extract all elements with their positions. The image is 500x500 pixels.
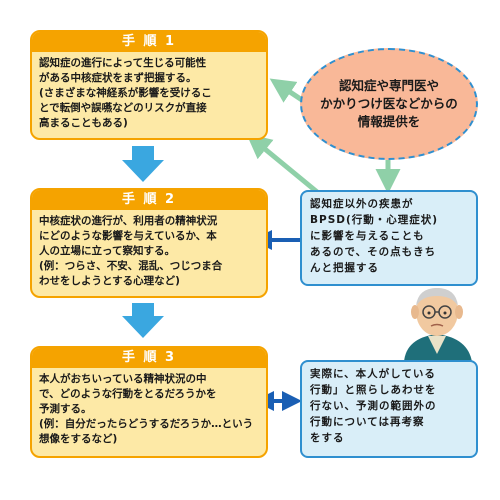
step-2-box: 手 順 2 中核症状の進行が、利用者の精神状況 にどのような影響を与えているか、… [30, 188, 268, 298]
info-source-text: 認知症や専門医や かかりつけ医などからの 情報提供を [320, 78, 458, 129]
flow-arrow-1-2 [122, 146, 164, 182]
step-2-body: 中核症状の進行が、利用者の精神状況 にどのような影響を与えているか、本 人の立場… [39, 215, 223, 287]
reconsider-note-box: 実際に、本人がしている 行動」と照らしあわせを 行ない、予測の範囲外の 行動につ… [300, 360, 478, 458]
info-source-oval [300, 48, 478, 160]
step-3-title: 手 順 3 [32, 348, 266, 368]
source-to-step1-arrow [269, 78, 304, 103]
step-1-title: 手 順 1 [32, 32, 266, 52]
bpsd-note-box: 認知症以外の疾患が BPSD(行動・心理症状) に影響を与えることも あるので、… [300, 190, 478, 286]
source-to-step2-arrow [246, 133, 324, 198]
elderly-person-illustration [404, 288, 472, 362]
flow-arrow-2-3 [122, 303, 164, 338]
step-1-box: 手 順 1 認知症の進行によって生じる可能性 がある中核症状をまず把握する。 (… [30, 30, 268, 140]
step-1-body: 認知症の進行によって生じる可能性 がある中核症状をまず把握する。 (さまざまな神… [39, 57, 212, 129]
step-2-title: 手 順 2 [32, 190, 266, 210]
step-3-box: 手 順 3 本人がおちいっている精神状況の中 で、どのような行動をとるだろうかを… [30, 346, 268, 458]
step-3-body: 本人がおちいっている精神状況の中 で、どのような行動をとるだろうかを 予測する。… [39, 373, 254, 445]
